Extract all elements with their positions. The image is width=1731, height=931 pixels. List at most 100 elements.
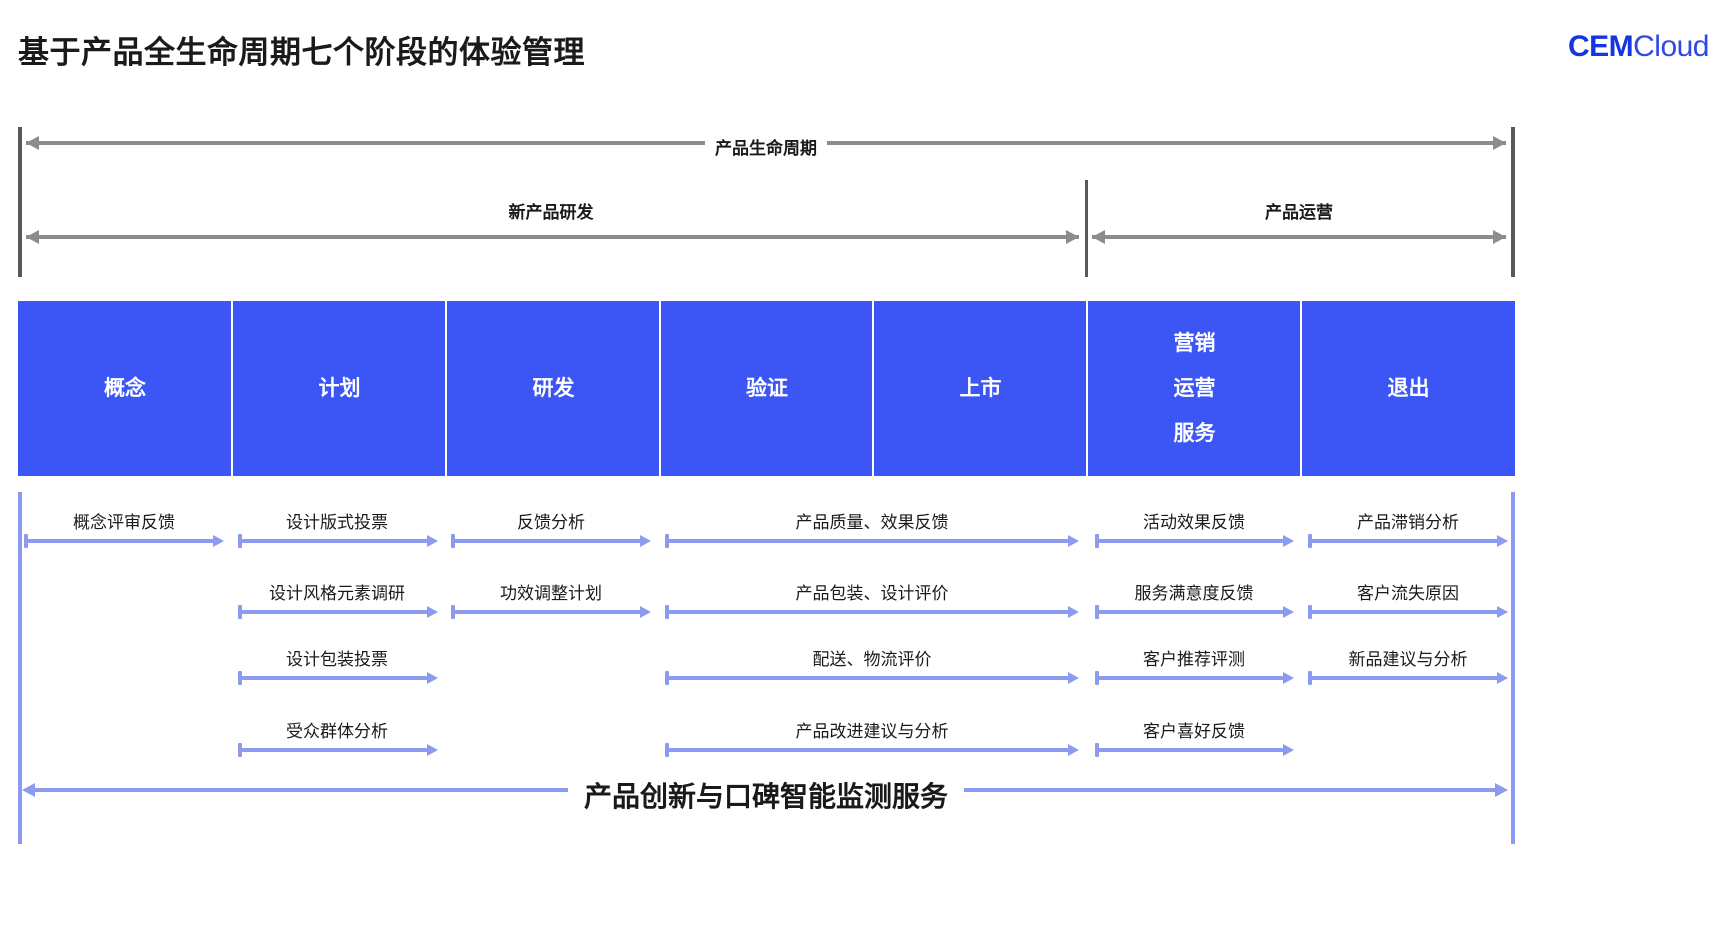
feedback-label-2-1: 配送、物流评价 [812,650,932,669]
stage-box-6[interactable]: 退出 [1302,301,1515,476]
stage-separator-2 [445,301,447,476]
feedback-arrow-2-1-shaft [668,676,1070,680]
feedback-arrow-3-2-cap [1095,743,1099,757]
feedback-arrow-1-2-head [1068,606,1079,618]
feedback-arrow-0-3-shaft [668,539,1070,543]
phase-arrow-1-shaft [1092,235,1506,239]
feedback-label-0-5: 产品滞销分析 [1357,513,1459,532]
stage-label-2-0: 研发 [532,377,575,400]
feedback-arrow-0-1-head [427,535,438,547]
logo-word-text: Cloud [1633,30,1709,63]
stage-label-1-0: 计划 [318,377,361,400]
feedback-arrow-0-2 [451,534,651,548]
feedback-arrow-3-1-head [1068,744,1079,756]
phase-arrow-0-head-left [26,230,39,244]
feedback-arrow-0-2-shaft [454,539,642,543]
feedback-arrow-1-0 [238,605,438,619]
feedback-arrow-0-5 [1308,534,1508,548]
feedback-arrow-2-3-head [1497,672,1508,684]
feedback-arrow-1-3 [1095,605,1294,619]
feedback-label-1-2: 产品包装、设计评价 [795,584,949,603]
feedback-arrow-0-1-cap [238,534,242,548]
feedback-arrow-0-0-shaft [27,539,215,543]
feedback-label-0-0: 概念评审反馈 [73,513,175,532]
feedback-arrow-0-1 [238,534,438,548]
feedback-arrow-2-3-shaft [1311,676,1499,680]
feedback-arrow-3-0-head [427,744,438,756]
stage-box-5[interactable]: 营销 运营 服务 [1088,301,1301,476]
feedback-arrow-0-4-head [1283,535,1294,547]
feedback-right-endbar [1511,492,1515,844]
lifecycle-label: 产品生命周期 [705,134,827,159]
stage-label-6-0: 退出 [1387,377,1430,400]
stage-row: 概念 计划 研发 验证 上市 营销 运营 服务 退出 [18,301,1515,476]
feedback-arrow-0-2-head [640,535,651,547]
feedback-arrow-1-3-head [1283,606,1294,618]
stage-label-5-2: 服务 [1173,422,1216,445]
phase-arrow-0-head-right [1066,230,1079,244]
feedback-arrow-0-4-shaft [1098,539,1285,543]
feedback-arrow-0-5-head [1497,535,1508,547]
feedback-arrow-2-2 [1095,671,1294,685]
feedback-label-1-0: 设计风格元素调研 [269,584,405,603]
lifecycle-arrow-head-left [26,136,39,150]
logo-mark-text: CEM [1567,30,1634,63]
feedback-arrow-1-1-shaft [454,610,642,614]
feedback-arrow-1-4-head [1497,606,1508,618]
feedback-arrow-2-0-cap [238,671,242,685]
feedback-arrow-1-1 [451,605,651,619]
phase-arrow-1-head-left [1092,230,1105,244]
feedback-arrow-0-4-cap [1095,534,1099,548]
stage-label-0-0: 概念 [104,377,146,400]
feedback-arrow-1-3-shaft [1098,610,1285,614]
stage-box-0[interactable]: 概念 [18,301,232,476]
feedback-arrow-3-0 [238,743,438,757]
page-title: 基于产品全生命周期七个阶段的体验管理 [18,35,585,70]
feedback-arrow-3-2-shaft [1098,748,1285,752]
feedback-arrow-2-1-head [1068,672,1079,684]
bracket-middle-divider [1085,180,1088,277]
phase-label-1: 产品运营 [1255,198,1343,223]
feedback-arrow-0-3 [665,534,1079,548]
feedback-arrow-2-3 [1308,671,1508,685]
feedback-arrow-3-0-cap [238,743,242,757]
feedback-arrow-1-0-shaft [241,610,429,614]
phase-arrow-1 [1092,228,1506,246]
feedback-arrow-3-1-cap [665,743,669,757]
feedback-arrow-2-0-shaft [241,676,429,680]
feedback-arrow-2-1-cap [665,671,669,685]
feedback-left-endbar [18,492,22,844]
stage-box-3[interactable]: 验证 [661,301,873,476]
feedback-label-2-0: 设计包装投票 [286,650,388,669]
feedback-arrow-0-5-cap [1308,534,1312,548]
stage-box-4[interactable]: 上市 [874,301,1087,476]
feedback-label-1-4: 客户流失原因 [1357,584,1459,603]
feedback-arrow-2-1 [665,671,1079,685]
feedback-label-1-3: 服务满意度反馈 [1134,584,1254,603]
feedback-arrow-2-2-shaft [1098,676,1285,680]
feedback-arrow-1-1-cap [451,605,455,619]
feedback-label-0-1: 设计版式投票 [286,513,388,532]
cemcloud-logo: CEM Cloud [1567,30,1710,64]
feedback-arrow-0-0 [24,534,224,548]
feedback-arrow-1-1-head [640,606,651,618]
stage-label-3-0: 验证 [746,377,788,400]
feedback-label-2-2: 客户推荐评测 [1143,650,1245,669]
phase-arrow-0 [26,228,1079,246]
bracket-right-endbar [1511,127,1515,277]
feedback-arrow-0-3-cap [665,534,669,548]
feedback-arrow-3-1 [665,743,1079,757]
feedback-arrow-0-2-cap [451,534,455,548]
stage-box-2[interactable]: 研发 [447,301,660,476]
feedback-arrow-2-3-cap [1308,671,1312,685]
stage-label-4-0: 上市 [959,377,1002,400]
feedback-arrow-1-4 [1308,605,1508,619]
feedback-label-3-2: 客户喜好反馈 [1143,722,1245,741]
feedback-arrow-0-1-shaft [241,539,429,543]
page-header: 基于产品全生命周期七个阶段的体验管理 CEM Cloud [0,0,1731,100]
stage-box-1[interactable]: 计划 [233,301,446,476]
stage-label-5-0: 营销 [1173,332,1216,355]
phase-arrow-0-shaft [26,235,1079,239]
feedback-label-2-3: 新品建议与分析 [1348,650,1468,669]
stage-separator-4 [872,301,874,476]
